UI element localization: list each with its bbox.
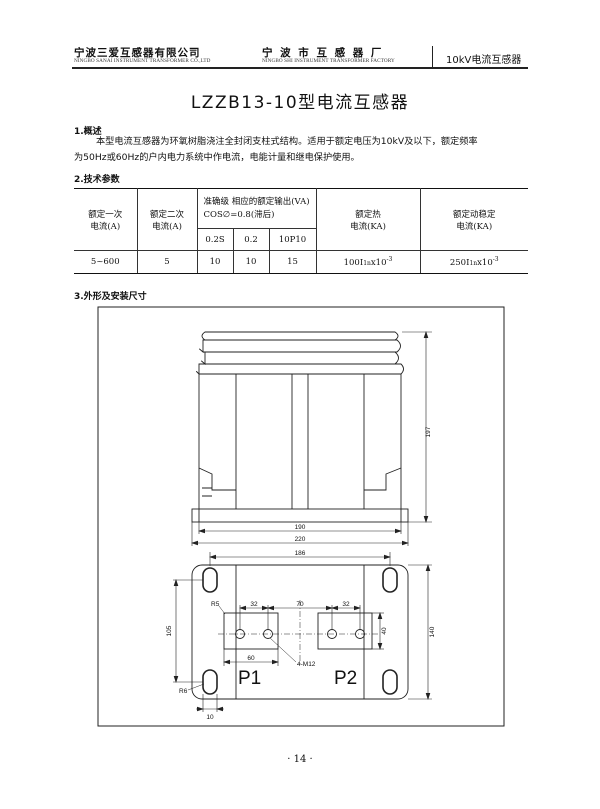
mount-slot-tl — [202, 567, 218, 593]
label-32-right: 32 — [342, 601, 350, 608]
factory-name-en: NINGBO SHI INSTRUMENT TRANSFORMER FACTOR… — [262, 58, 395, 64]
product-category: 10kV电流互感器 — [446, 55, 522, 66]
label-190: 190 — [295, 524, 306, 531]
col-dynamic-current: 额定动稳定电流(KA) — [419, 188, 528, 251]
table-subheader-row: 0.2S 0.2 10P10 — [74, 228, 528, 251]
factory-name-cn: 宁 波 市 互 感 器 厂 — [262, 47, 384, 59]
company-name-en: NINGBO SANAI INSTRUMENT TRANSFORMER CO.,… — [74, 58, 211, 64]
section-specs-heading: 2.技术参数 — [74, 175, 120, 185]
header-rule — [72, 67, 528, 69]
label-32-left: 32 — [250, 601, 258, 608]
dim-width-220 — [191, 522, 409, 546]
dim-hole-spacing — [239, 605, 361, 630]
terminal-label-p2: P2 — [334, 668, 357, 689]
label-70: 70 — [296, 601, 304, 608]
terminal-pad-p1 — [223, 612, 279, 650]
spec-table: 额定一次电流(A) 额定二次电流(A) 准确级 相应的额定输出(VA)COS∅=… — [74, 188, 528, 274]
plan-view — [191, 564, 409, 700]
table-header-row: 额定一次电流(A) 额定二次电流(A) 准确级 相应的额定输出(VA)COS∅=… — [74, 188, 528, 251]
dim-depth-140 — [408, 564, 432, 700]
company-name-cn: 宁波三爱互感器有限公司 — [74, 47, 201, 59]
overview-line-1: 本型电流互感器为环氧树脂浇注全封闭支柱式结构。适用于额定电压为10kV及以下，额… — [96, 136, 478, 147]
label-140: 140 — [429, 626, 436, 637]
dim-width-190 — [198, 522, 402, 534]
cell-dynamic: 250I1nx10-3 — [419, 250, 528, 274]
label-r6: R6 — [179, 688, 188, 695]
col-thermal-current: 额定热电流(KA) — [315, 188, 421, 251]
terminal-pad-p2 — [317, 612, 373, 650]
label-40: 40 — [381, 627, 388, 635]
dim-slot-10 — [196, 694, 224, 712]
dim-slot-spacing-105 — [173, 579, 203, 683]
terminal-label-p1: P1 — [238, 668, 261, 689]
label-10: 10 — [206, 714, 214, 721]
mount-slot-br — [382, 669, 398, 695]
label-105: 105 — [166, 625, 173, 636]
cell-secondary: 5 — [136, 250, 198, 274]
side-view — [191, 331, 409, 523]
dim-pad-height-40 — [372, 612, 384, 650]
label-197: 197 — [425, 426, 432, 437]
mount-slot-bl — [202, 669, 218, 695]
section-drawing-heading: 3.外形及安装尺寸 — [74, 292, 147, 302]
label-4-m12: 4-M12 — [297, 661, 316, 668]
dim-pad-width-60 — [223, 649, 279, 666]
page-number: · 14 · — [287, 754, 313, 765]
cell-primary: 5~600 — [74, 250, 138, 274]
cell-thermal: 100I1nx10-3 — [315, 250, 421, 274]
label-r5: R5 — [211, 601, 220, 608]
dim-height-197 — [402, 331, 432, 523]
page-title: LZZB13-10型电流互感器 — [190, 93, 410, 113]
cell-0.2s: 10 — [196, 250, 234, 274]
drawing-frame — [97, 306, 505, 727]
label-60: 60 — [247, 655, 255, 662]
cell-0.2: 10 — [232, 250, 270, 274]
col-primary-current: 额定一次电流(A) — [74, 188, 138, 251]
label-220: 220 — [295, 536, 306, 543]
overview-line-2: 为50Hz或60Hz的户内电力系统中作电流，电能计量和继电保护使用。 — [74, 152, 360, 163]
dim-width-186 — [209, 552, 391, 566]
mount-slot-tr — [382, 567, 398, 593]
section-overview-heading: 1.概述 — [74, 127, 102, 137]
col-accuracy: 准确级 相应的额定输出(VA)COS∅=0.8(滞后) — [196, 188, 317, 229]
header-divider — [432, 46, 433, 68]
table-row: 5~600 5 10 10 15 100I1nx10-3 250I1nx10-3 — [74, 250, 528, 274]
label-186: 186 — [295, 550, 306, 557]
